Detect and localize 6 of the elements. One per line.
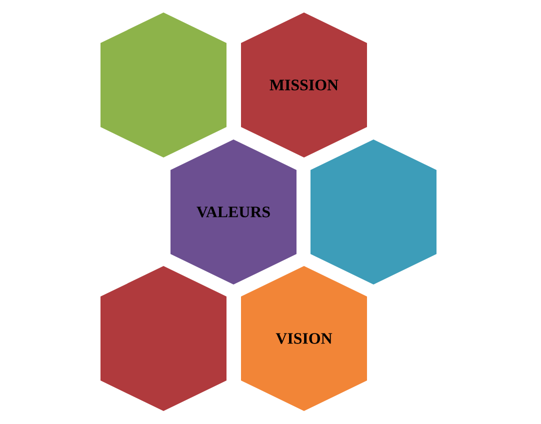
hexagon: VISION: [241, 266, 367, 411]
hexagon: [310, 140, 436, 284]
hexagon: MISSION: [241, 12, 367, 158]
hexagon: [100, 266, 226, 411]
hexagon: VALEURS: [170, 140, 296, 284]
hexagon: [100, 12, 226, 158]
